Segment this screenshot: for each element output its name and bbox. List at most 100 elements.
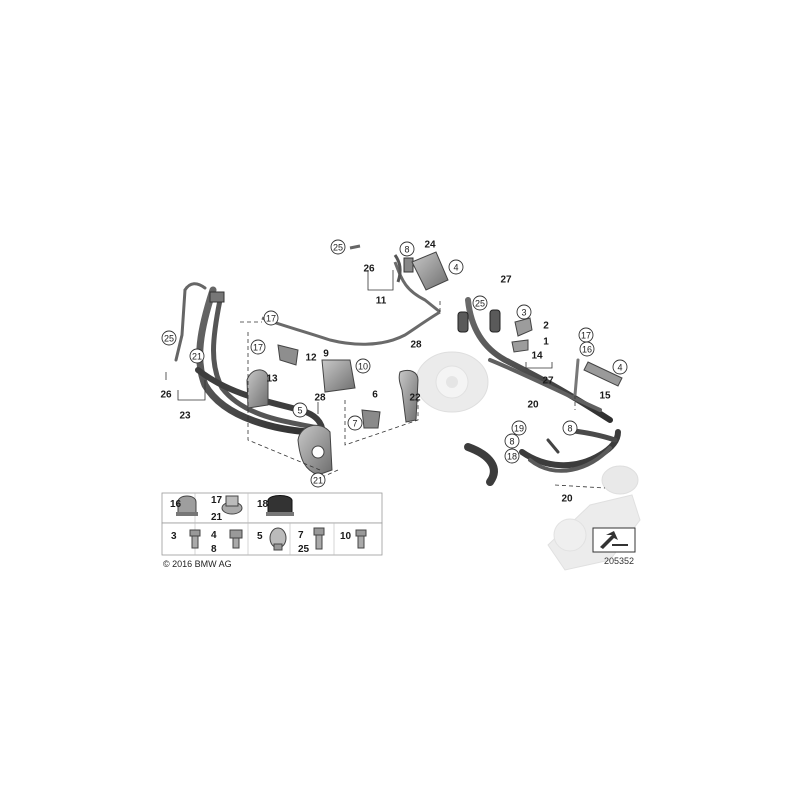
- image-number: 205352: [604, 556, 635, 566]
- legend-label: 21: [211, 512, 223, 523]
- legend-label: 16: [170, 499, 182, 510]
- callout-circle: [250, 339, 266, 355]
- callout-text: 6: [372, 390, 378, 401]
- callout-1: 1: [543, 337, 549, 348]
- metal-line-upper: [261, 261, 441, 346]
- callout-circle: [399, 241, 415, 257]
- callout-15: 15: [599, 391, 611, 402]
- callout-text: 15: [599, 391, 611, 402]
- legend-label: 17: [211, 495, 223, 506]
- callout-text: 12: [305, 353, 317, 364]
- callout-17: 17: [263, 310, 279, 326]
- bracket-16-15: [583, 361, 623, 387]
- callout-25: 25: [472, 295, 488, 311]
- callout-text: 22: [409, 393, 421, 404]
- callout-text: 27: [542, 376, 554, 387]
- callout-circle: [355, 358, 371, 374]
- callout-7: 7: [347, 415, 363, 431]
- callout-text: 16: [582, 345, 592, 355]
- copyright-text: © 2016 BMW AG: [163, 559, 232, 569]
- callout-circle: [310, 472, 326, 488]
- callout-12: 12: [305, 353, 317, 364]
- hose-end-fitting-left: [209, 291, 333, 476]
- callout-circle: [504, 433, 520, 449]
- callout-circle: [516, 304, 532, 320]
- legend-bolt-7-25: [313, 527, 325, 550]
- callout-8: 8: [504, 433, 520, 449]
- callout-circle: [504, 448, 520, 464]
- callout-circle: [330, 239, 346, 255]
- bracket-9: [321, 359, 356, 393]
- callout-28: 28: [410, 340, 422, 351]
- legend-nut-17-21: [221, 495, 243, 515]
- callout-circle: [511, 420, 527, 436]
- callout-13: 13: [266, 374, 278, 385]
- callout-text: 8: [567, 424, 572, 434]
- callout-text: 8: [404, 245, 409, 255]
- clamp-6-7: [361, 409, 381, 429]
- legend-label: 10: [340, 531, 352, 542]
- callout-text: 20: [561, 494, 573, 505]
- callout-text: 17: [253, 343, 263, 353]
- callout-27: 27: [542, 376, 554, 387]
- legend-label: 5: [257, 531, 263, 542]
- callout-circle: [161, 330, 177, 346]
- callout-text: 21: [192, 352, 202, 362]
- legend-label: 3: [171, 531, 177, 542]
- callout-27: 27: [500, 275, 512, 286]
- callout-text: 19: [514, 424, 524, 434]
- bracket-12: [277, 344, 299, 366]
- legend-label: 7: [298, 530, 304, 541]
- callout-text: 4: [453, 263, 458, 273]
- callout-19: 19: [511, 420, 527, 436]
- callout-text: 25: [475, 299, 485, 309]
- callout-text: 8: [509, 437, 514, 447]
- callout-text: 18: [507, 452, 517, 462]
- callout-circle: [189, 348, 205, 364]
- callout-text: 21: [313, 476, 323, 486]
- callout-text: 28: [314, 393, 326, 404]
- callout-text: 7: [352, 419, 357, 429]
- callout-circle: [612, 359, 628, 375]
- callout-circle: [562, 420, 578, 436]
- callout-17: 17: [578, 327, 594, 343]
- callout-text: 20: [527, 400, 539, 411]
- ghost-pump: [415, 351, 489, 413]
- legend-banjo-5: [269, 527, 287, 551]
- legend-clip-16: [176, 495, 198, 516]
- callout-23: 23: [179, 411, 191, 422]
- callout-text: 26: [160, 390, 172, 401]
- callout-text: 17: [266, 314, 276, 324]
- callout-25: 25: [330, 239, 346, 255]
- callout-20: 20: [527, 400, 539, 411]
- callout-text: 4: [617, 363, 622, 373]
- callout-circle: [292, 402, 308, 418]
- callout-8: 8: [399, 241, 415, 257]
- callout-14: 14: [531, 351, 543, 362]
- legend-bolt-4-8: [229, 529, 243, 549]
- bracket-24: [411, 251, 449, 291]
- callout-18: 18: [504, 448, 520, 464]
- callout-5: 5: [292, 402, 308, 418]
- callout-9: 9: [323, 349, 329, 360]
- callout-circle: [472, 295, 488, 311]
- callout-circle: [263, 310, 279, 326]
- fittings-2-3: [457, 309, 533, 353]
- callout-26: 26: [160, 390, 172, 401]
- callout-text: 24: [424, 240, 436, 251]
- legend-label: 18: [257, 499, 269, 510]
- callout-11: 11: [376, 296, 387, 307]
- ghost-steering-gear: [547, 465, 641, 571]
- callout-text: 5: [297, 406, 302, 416]
- callout-20: 20: [561, 494, 573, 505]
- callout-circle: [448, 259, 464, 275]
- bracket-22: [398, 369, 419, 423]
- callout-21: 21: [310, 472, 326, 488]
- callout-text: 26: [363, 264, 375, 275]
- legend-label: 4: [211, 530, 217, 541]
- callout-text: 1: [543, 337, 549, 348]
- callout-text: 9: [323, 349, 329, 360]
- callout-8: 8: [562, 420, 578, 436]
